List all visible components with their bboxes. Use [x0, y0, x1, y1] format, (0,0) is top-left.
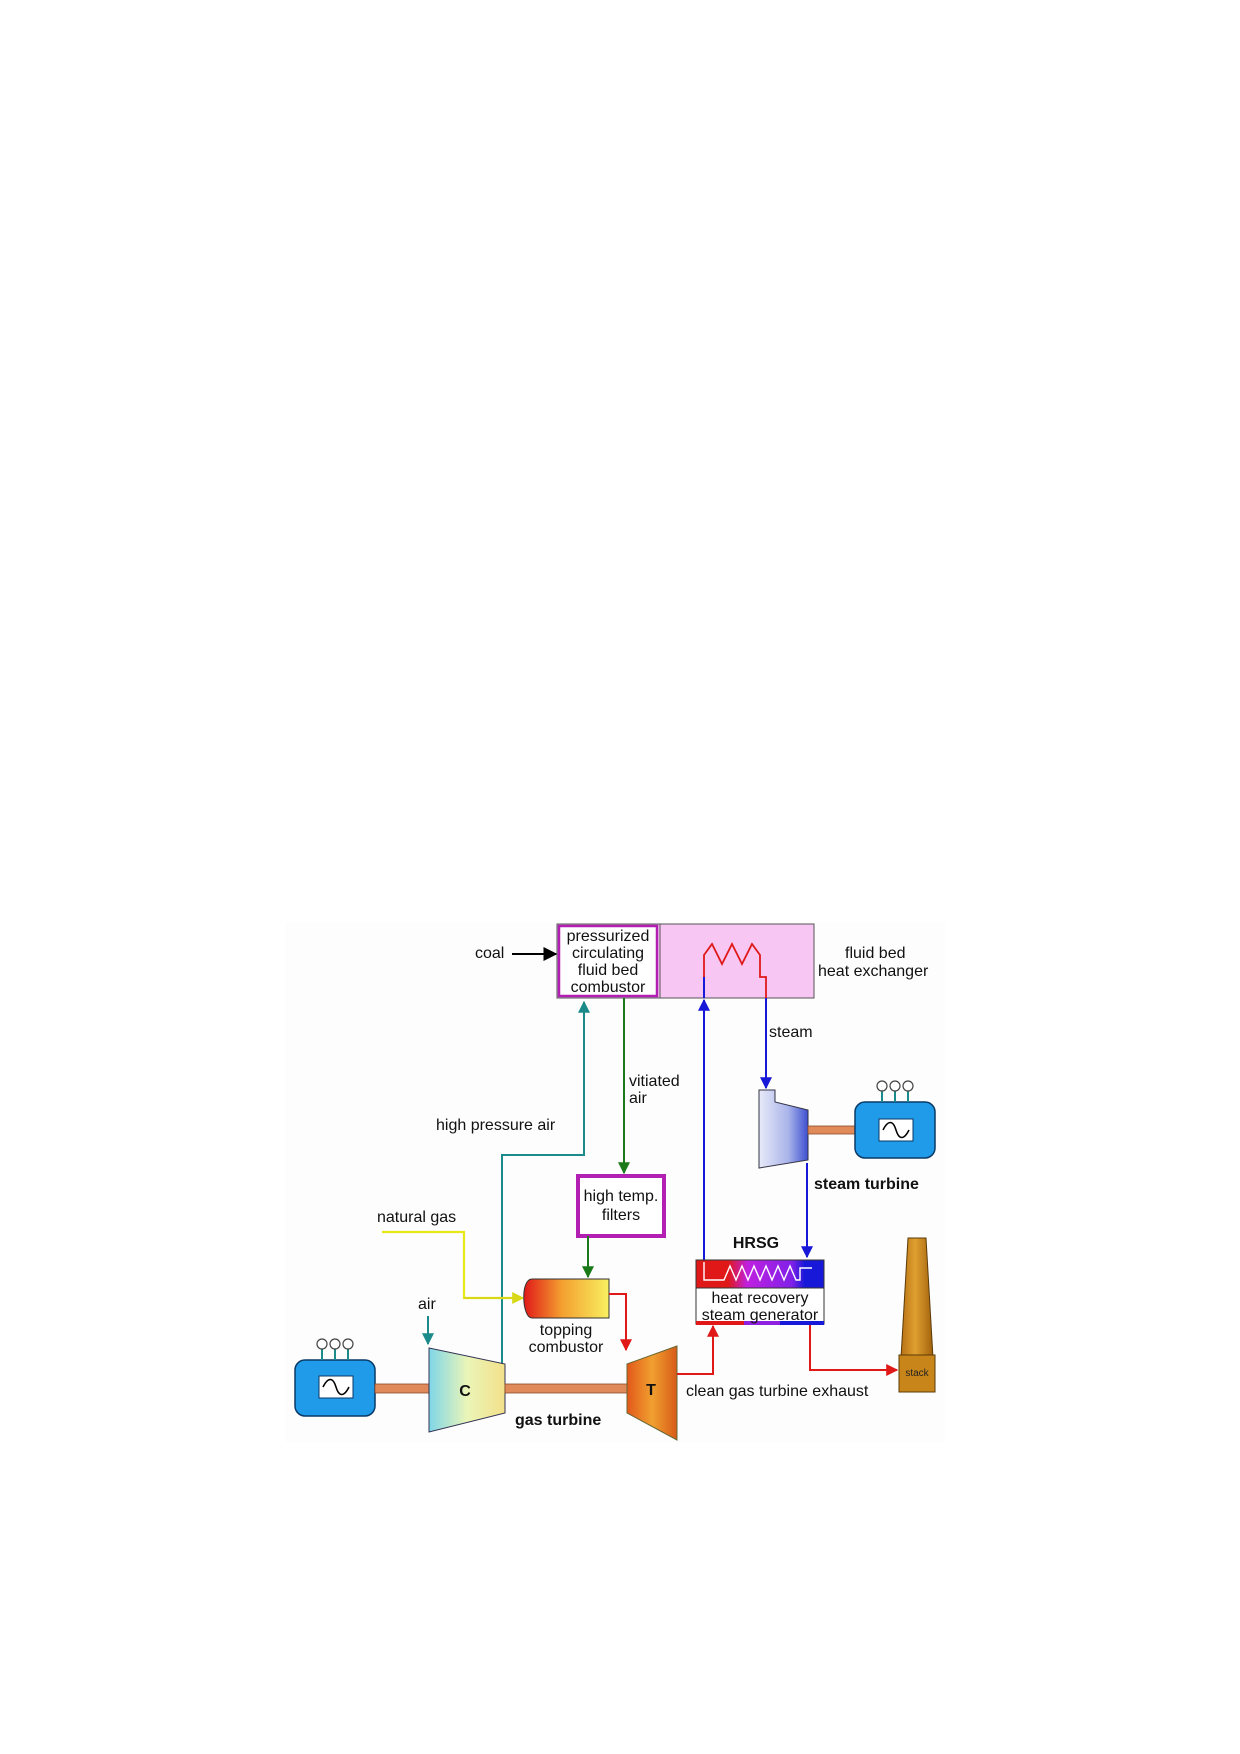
terminal-knob-3 [902, 1080, 914, 1092]
steam-turbine [758, 1089, 809, 1169]
high-pressure-air-line [501, 1000, 590, 1364]
hrsg-coil [703, 1262, 812, 1282]
topping-label-1: topping [540, 1322, 593, 1339]
high-temp-filters [576, 1174, 666, 1238]
steam-generator-unit [854, 1080, 936, 1159]
shaft-generator-compressor [374, 1383, 431, 1394]
terminal-knob-1 [876, 1080, 888, 1092]
stack-label: stack [905, 1368, 929, 1379]
terminal-knob-3 [342, 1338, 354, 1350]
hrsg-box [695, 1287, 825, 1325]
pcfbc-label-3: fluid bed [578, 962, 639, 979]
gas-turbine-label: gas turbine [515, 1412, 601, 1429]
turbine-letter: T [646, 1382, 656, 1399]
topping-to-turbine [609, 1293, 632, 1352]
pcfbc-combustor-box [557, 924, 659, 998]
vitiated-air-label-2: air [629, 1090, 647, 1107]
pcfbc-label-4: combustor [571, 979, 646, 996]
sine-wave-icon [322, 1378, 350, 1396]
hrsg-unit [695, 1259, 825, 1325]
terminal-knob-2 [889, 1080, 901, 1092]
fbhx-label-2: heat exchanger [818, 963, 929, 980]
filters-label-2: filters [602, 1207, 640, 1224]
pcfbc-unit: pressurized circulating fluid bed combus… [556, 923, 815, 999]
hrsg-label-1: heat recovery [712, 1290, 809, 1307]
hrsg-stripe-red [696, 1321, 744, 1325]
fbhx-label-1: fluid bed [845, 945, 906, 962]
hrsg-coil-band [695, 1259, 825, 1289]
steam-label: steam [769, 1024, 813, 1041]
coal-label: coal [475, 945, 504, 962]
hrsg-label-2: steam generator [702, 1307, 819, 1324]
vitiated-air-label-1: vitiated [629, 1073, 680, 1090]
sine-wave-icon [882, 1121, 910, 1139]
terminal-knob-1 [316, 1338, 328, 1350]
natural-gas-label: natural gas [377, 1209, 456, 1226]
compressor [428, 1347, 506, 1433]
air-label: air [418, 1296, 436, 1313]
heat-exchanger-coil [703, 941, 767, 998]
topping-label-2: combustor [529, 1339, 604, 1356]
stack-base [898, 1354, 936, 1393]
steam-turbine-label: steam turbine [814, 1176, 919, 1193]
pcfbc-label-1: pressurized [567, 928, 650, 945]
compressor-letter: C [459, 1383, 471, 1400]
hrsg-title: HRSG [733, 1235, 779, 1252]
pcfbc-label-2: circulating [572, 945, 644, 962]
terminal-knob-2 [329, 1338, 341, 1350]
topping-combustor [523, 1278, 610, 1319]
clean-exhaust-label: clean gas turbine exhaust [686, 1383, 869, 1400]
hrsg-to-stack [809, 1325, 899, 1376]
gas-turbine-expander [626, 1345, 678, 1441]
exhaust-to-hrsg [677, 1324, 719, 1375]
high-pressure-air-label: high pressure air [436, 1117, 556, 1134]
steam-turbine-shaft [807, 1125, 857, 1135]
hrsg-stripe-blue [780, 1321, 824, 1325]
shaft-compressor-turbine [504, 1383, 628, 1394]
hrsg-stripe-purple [744, 1321, 780, 1325]
filters-label-1: high temp. [584, 1188, 659, 1205]
